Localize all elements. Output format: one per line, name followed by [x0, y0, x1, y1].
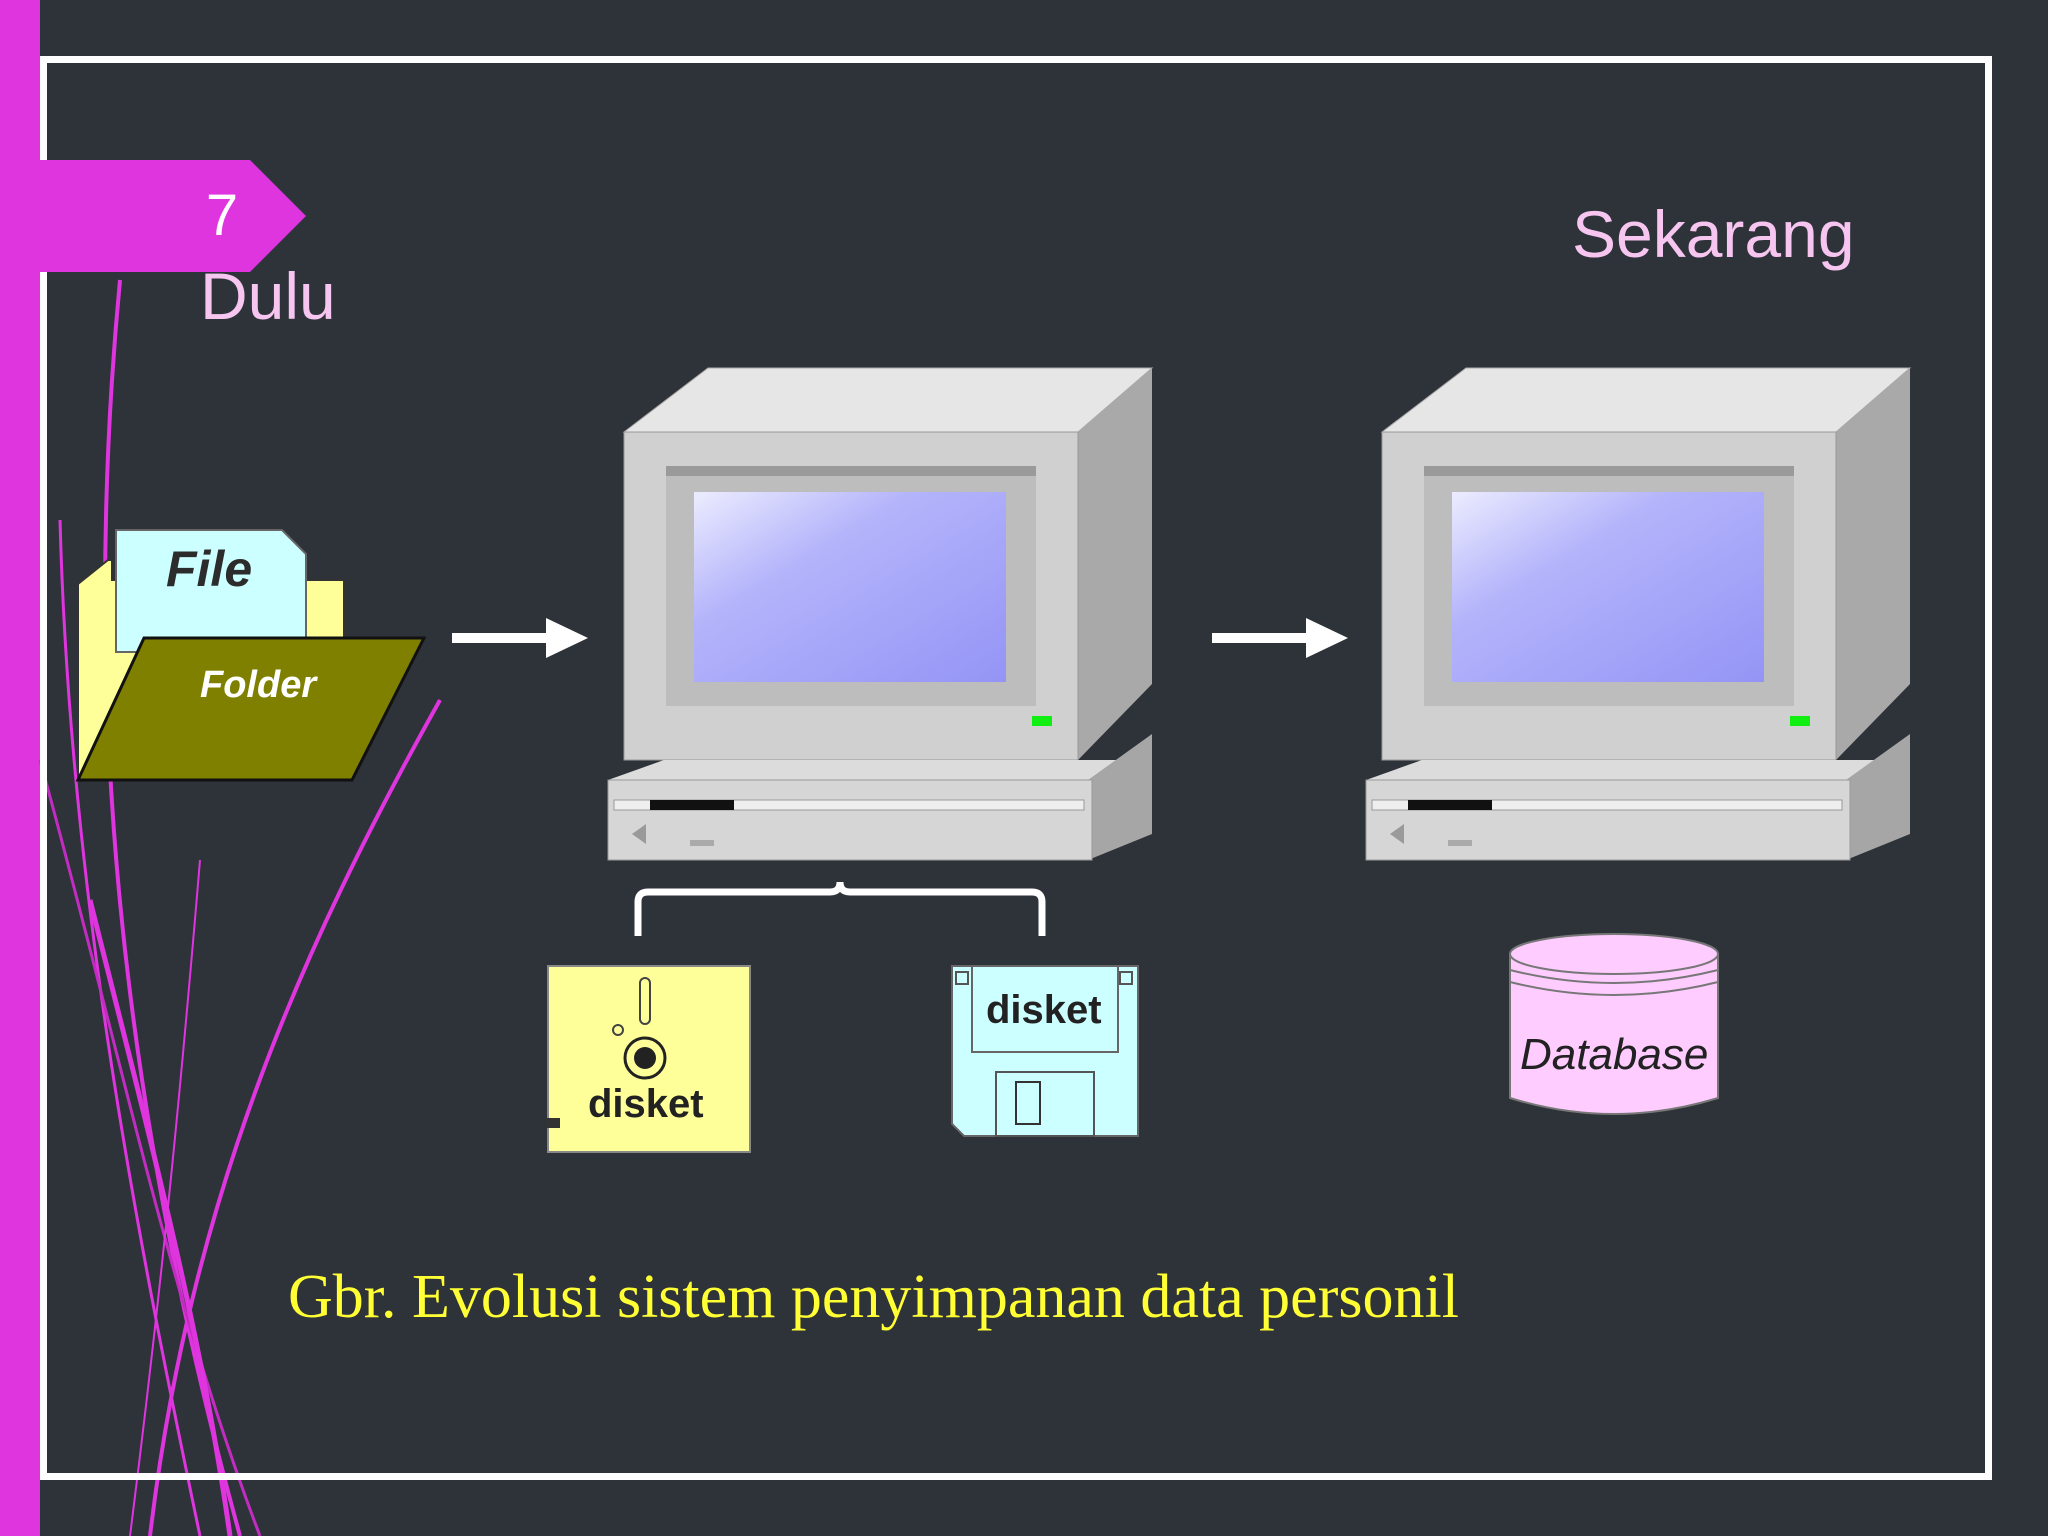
arrow-right-icon	[1212, 618, 1348, 658]
diskette-label: disket	[986, 988, 1102, 1032]
diskette-icon	[546, 965, 751, 1153]
slide-number-tab	[40, 160, 306, 272]
slide-number: 7	[205, 183, 239, 248]
file-label: File	[166, 541, 253, 597]
file-folder-icon	[75, 529, 427, 782]
folder-label: Folder	[200, 664, 317, 706]
bracket	[634, 881, 1046, 936]
slide-frame	[40, 56, 1992, 1480]
computer-icon	[607, 367, 1154, 861]
label-past: Dulu	[200, 259, 336, 333]
computer-icon	[1365, 367, 1912, 861]
database-label: Database	[1520, 1030, 1709, 1079]
arrow-right-icon	[452, 618, 588, 658]
diskette-icon	[951, 965, 1139, 1137]
database-icon	[1509, 933, 1719, 1115]
figure-caption: Gbr. Evolusi sistem penyimpanan data per…	[288, 1263, 1459, 1331]
diskette-label: disket	[588, 1082, 704, 1126]
label-present: Sekarang	[1572, 197, 1855, 271]
